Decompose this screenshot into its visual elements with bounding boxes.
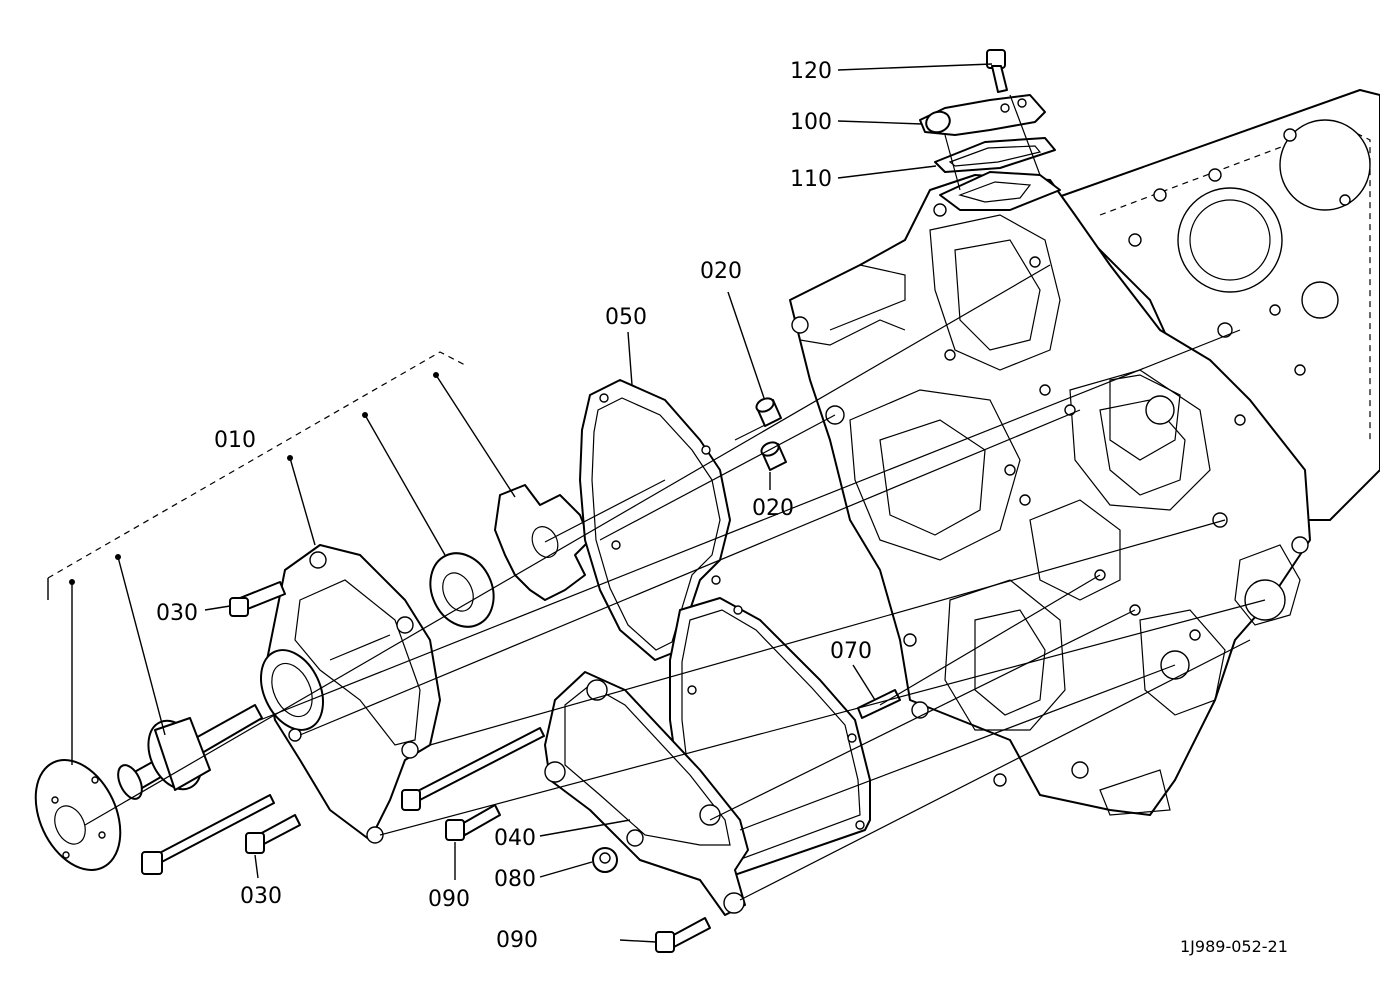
label-100: 100 (790, 110, 832, 135)
pump-gasket (579, 379, 731, 661)
mechanical-seal (429, 552, 495, 628)
assembly-group-bracket (47, 351, 516, 765)
stud-bolt (857, 689, 901, 719)
bolt-030-lower (245, 814, 301, 854)
label-120: 120 (790, 59, 832, 84)
pump-shaft-bearing (117, 704, 263, 800)
cover-plate (544, 671, 749, 916)
water-pump-body (260, 544, 441, 844)
drawing-code: 1J989-052-21 (1180, 937, 1288, 956)
bolt-090-upper (445, 804, 501, 841)
bolt-030-upper (229, 581, 286, 617)
label-050: 050 (605, 305, 647, 330)
assembly-guide-lines (84, 94, 1266, 901)
label-020-upper: 020 (700, 259, 742, 284)
long-bolt-upper (401, 727, 545, 811)
dowel-pin-upper (755, 397, 782, 427)
label-070: 070 (830, 639, 872, 664)
label-040: 040 (494, 826, 536, 851)
dowel-pin-lower (760, 441, 787, 471)
label-110: 110 (790, 167, 832, 192)
thermostat-cover (919, 94, 1046, 136)
label-090-upper: 090 (428, 887, 470, 912)
hex-nut (592, 847, 618, 873)
callout-leaders (204, 63, 993, 943)
label-090-lower: 090 (496, 928, 538, 953)
label-080: 080 (494, 867, 536, 892)
part-labels: 120 100 110 020 050 010 020 030 070 040 … (156, 59, 1288, 956)
gear-case-housing (789, 89, 1380, 816)
label-030-upper: 030 (156, 601, 198, 626)
thermostat-gasket (934, 137, 1056, 173)
label-020-lower: 020 (752, 496, 794, 521)
long-bolt-lower (141, 794, 275, 875)
thermostat-bolt (986, 49, 1008, 93)
label-010: 010 (214, 428, 256, 453)
pulley-flange (34, 759, 122, 871)
bolt-090-lower (655, 917, 711, 953)
label-030-lower: 030 (240, 884, 282, 909)
impeller (494, 484, 591, 601)
